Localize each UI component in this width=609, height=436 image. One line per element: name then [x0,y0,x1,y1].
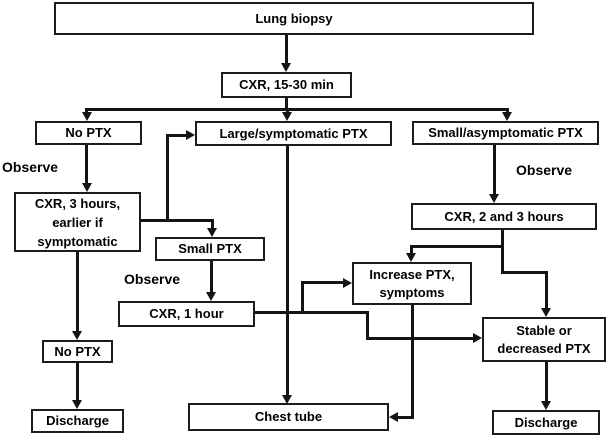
node-cxr-1-hour: CXR, 1 hour [118,301,255,327]
connector-line [501,230,504,274]
connector-line [285,35,288,64]
arrowhead-down [502,112,512,121]
arrowhead-down [282,395,292,404]
node-no-ptx-first: No PTX [35,121,142,145]
connector-line [166,134,188,137]
connector-line [211,219,214,229]
connector-line [493,145,496,195]
connector-line [76,252,79,332]
arrowhead-right [473,333,482,343]
node-small-asymptomatic-ptx: Small/asymptomatic PTX [412,121,599,145]
node-small-ptx: Small PTX [155,237,265,261]
arrowhead-right [343,278,352,288]
node-large-symptomatic-ptx: Large/symptomatic PTX [195,121,392,146]
connector-line [545,271,548,309]
connector-line [410,245,504,248]
node-cxr-15-30-min: CXR, 15-30 min [221,72,352,98]
connector-line [255,311,369,314]
connector-line [545,362,548,402]
connector-line [396,416,414,419]
edge-label-observe-left: Observe [2,159,59,175]
arrowhead-down [206,292,216,301]
arrowhead-down [541,308,551,317]
arrowhead-down [207,228,217,237]
connector-line [166,134,169,222]
edge-label-observe-right: Observe [516,162,573,178]
arrowhead-down [282,112,292,121]
arrowhead-down [541,401,551,410]
connector-line [286,146,289,396]
node-discharge-right: Discharge [492,410,600,435]
arrowhead-down [72,331,82,340]
connector-line [140,219,214,222]
node-stable-or-decreased-ptx: Stable or decreased PTX [482,317,606,362]
arrowhead-down [72,400,82,409]
node-cxr-2-and-3-hours: CXR, 2 and 3 hours [411,203,597,230]
connector-line [285,98,288,110]
node-lung-biopsy: Lung biopsy [54,2,534,35]
connector-line [506,108,509,114]
arrowhead-right [186,130,195,140]
arrowhead-down [489,194,499,203]
node-discharge-left: Discharge [31,409,124,433]
node-no-ptx-second: No PTX [42,340,113,363]
connector-line [366,337,476,340]
connector-line [76,363,79,401]
connector-line [85,108,88,114]
node-cxr-3-hours: CXR, 3 hours, earlier if symptomatic [14,192,141,252]
connector-line [286,108,289,114]
arrowhead-down [281,63,291,72]
connector-line [210,261,213,293]
edge-label-observe-middle: Observe [124,271,181,287]
connector-line [366,311,369,340]
connector-line [85,145,88,184]
connector-line [410,245,413,254]
connector-line [301,281,345,284]
arrowhead-down [82,112,92,121]
arrowhead-down [82,183,92,192]
arrowhead-down [406,253,416,262]
connector-line [501,271,548,274]
node-chest-tube: Chest tube [188,403,389,431]
connector-line [301,281,304,314]
node-increase-ptx-symptoms: Increase PTX, symptoms [352,262,472,305]
connector-line [85,108,509,111]
connector-line [411,305,414,419]
arrowhead-left [389,412,398,422]
